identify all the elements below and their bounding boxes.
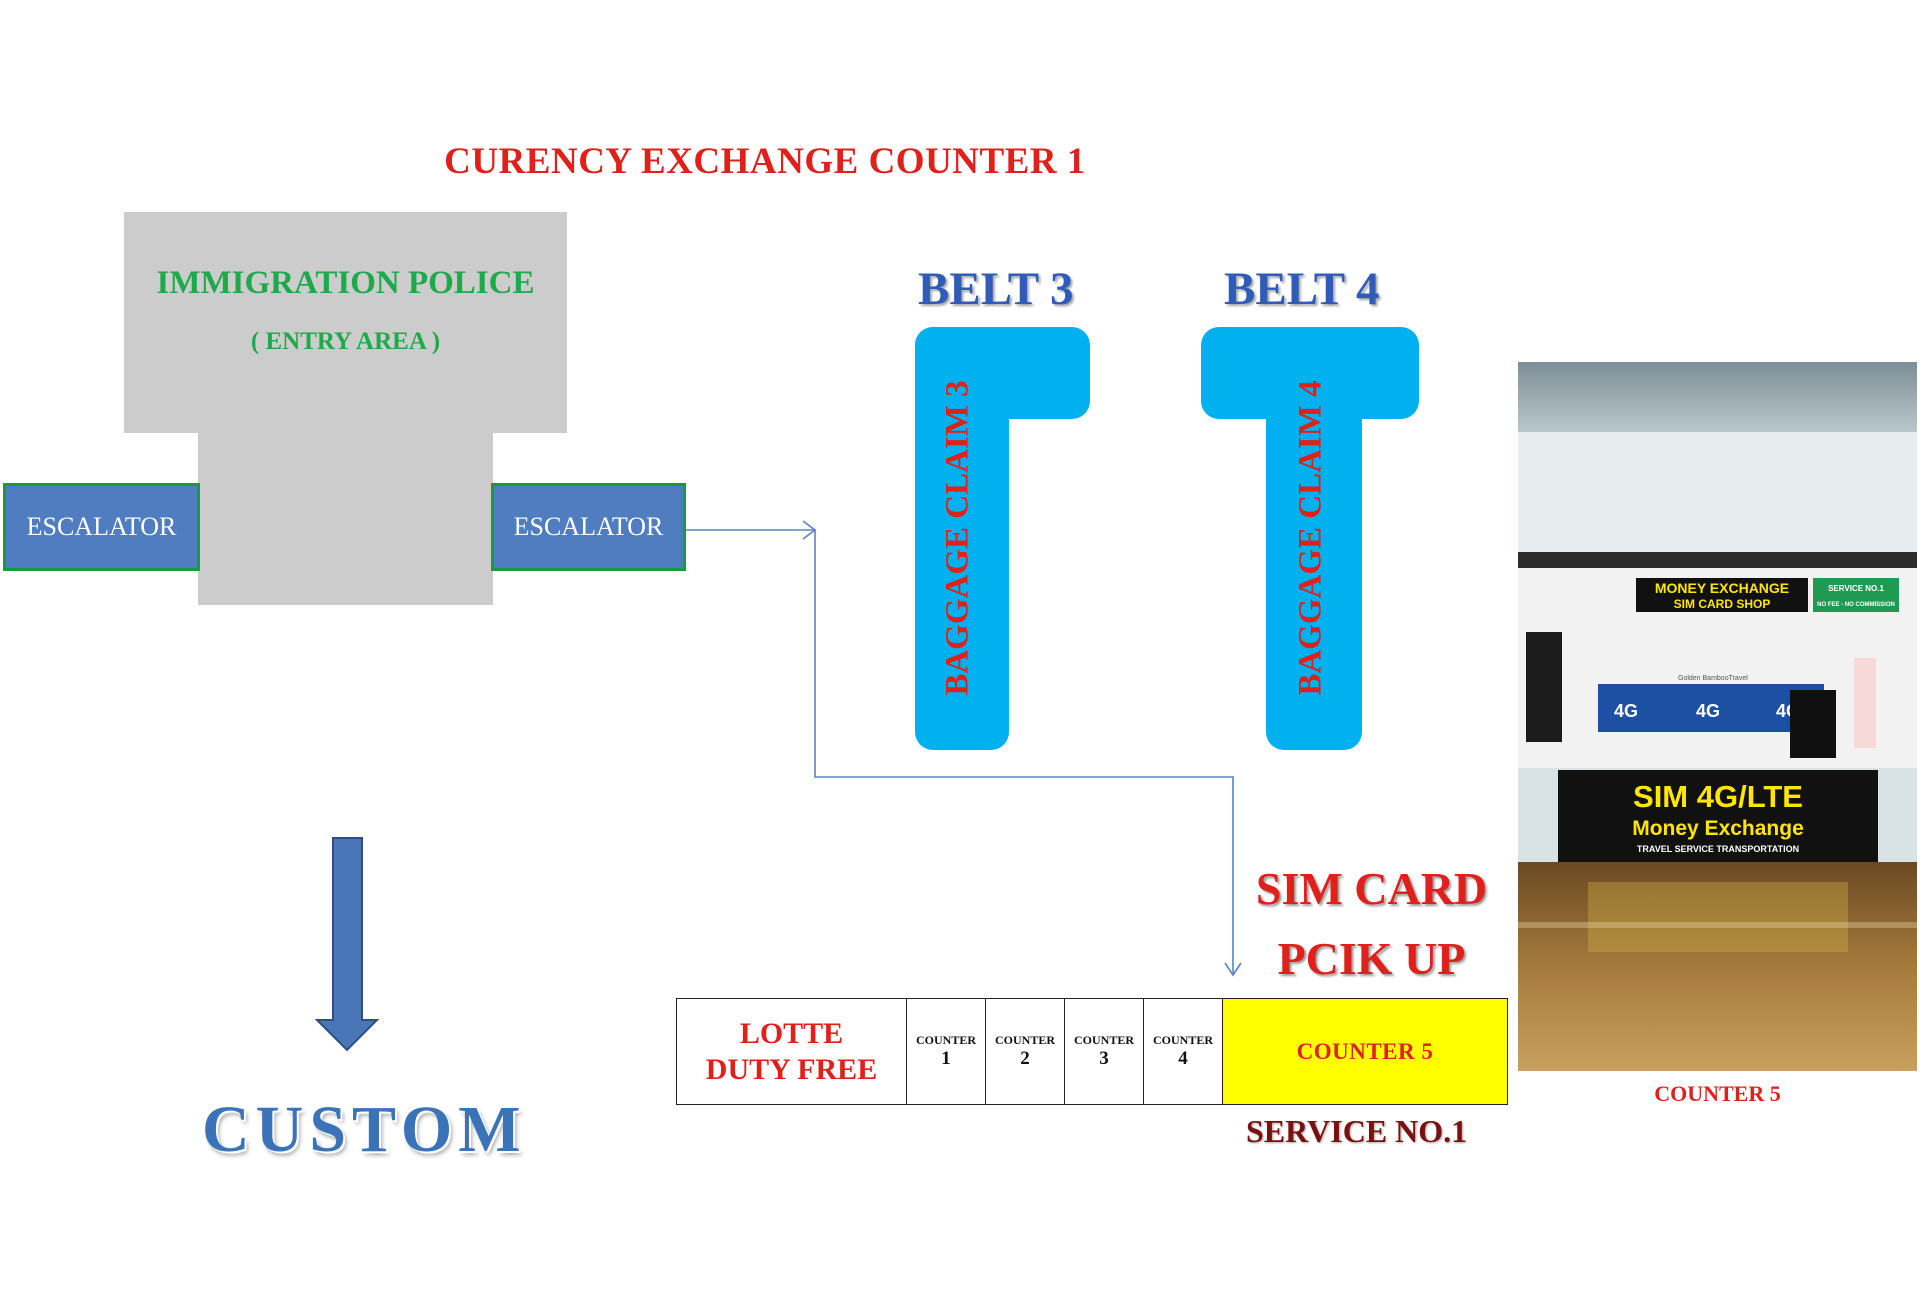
- immigration-area: [124, 212, 567, 433]
- custom-label: CUSTOM: [202, 1093, 527, 1166]
- counter-label: COUNTER: [915, 1033, 976, 1047]
- immigration-passage: [198, 430, 493, 605]
- counter-number: 1: [941, 1048, 951, 1069]
- belt-4-shape-stem: [1266, 327, 1362, 750]
- belt-3-shape-stem: [915, 327, 1009, 750]
- immigration-subtitle: ( ENTRY AREA ): [250, 328, 441, 355]
- photo-screen-1: 4G: [1614, 701, 1638, 721]
- counter-label: COUNTER: [1073, 1033, 1134, 1047]
- counter-label: COUNTER: [1152, 1033, 1213, 1047]
- baggage-claim-3-label: BAGGAGE CLAIM 3: [939, 380, 976, 696]
- photo-sign-nofee: NO FEE - NO COMMISSION: [1817, 602, 1895, 608]
- belt-3-label: BELT 3: [918, 263, 1074, 315]
- escalator-left: ESCALATOR: [3, 483, 200, 571]
- route-arrowhead-right: [802, 520, 817, 540]
- counter-5: COUNTER 5: [1223, 999, 1507, 1104]
- belt-4-label: BELT 4: [1224, 263, 1380, 315]
- escalator-right: ESCALATOR: [491, 483, 686, 571]
- counter-5-photo-illustration: MONEY EXCHANGE SIM CARD SHOP SERVICE NO.…: [1518, 362, 1917, 1071]
- sim-card-label: SIM CARD: [1255, 863, 1488, 914]
- lotte-duty-free: LOTTE DUTY FREE: [677, 999, 907, 1104]
- photo-sign-sub: SIM CARD SHOP: [1674, 597, 1771, 611]
- route-arrowhead-down: [1224, 962, 1242, 977]
- lotte-line-2: DUTY FREE: [705, 1052, 878, 1086]
- photo-sign-service: SERVICE NO.1: [1828, 584, 1884, 593]
- counter-1: COUNTER 1: [907, 999, 986, 1104]
- pickup-label: PCIK UP: [1277, 933, 1466, 984]
- photo-sign-main: MONEY EXCHANGE: [1655, 580, 1789, 596]
- counter-number: 4: [1178, 1048, 1188, 1069]
- baggage-claim-4-label: BAGGAGE CLAIM 4: [1292, 380, 1329, 696]
- counter-4: COUNTER 4: [1144, 999, 1223, 1104]
- service-no-1-label: SERVICE NO.1: [1246, 1113, 1468, 1149]
- counter-5-photo: MONEY EXCHANGE SIM CARD SHOP SERVICE NO.…: [1518, 362, 1917, 1071]
- down-arrow-to-custom: [314, 837, 380, 1052]
- currency-exchange-title: CURENCY EXCHANGE COUNTER 1: [444, 141, 1086, 182]
- photo-desk-line-2: Money Exchange: [1632, 817, 1804, 840]
- photo-screen-2: 4G: [1696, 701, 1720, 721]
- counter-label: COUNTER: [994, 1033, 1055, 1047]
- counter-3: COUNTER 3: [1065, 999, 1144, 1104]
- counter-number: 3: [1099, 1048, 1109, 1069]
- counter-row: LOTTE DUTY FREE COUNTER 1 COUNTER 2 COUN…: [676, 998, 1508, 1105]
- route-line: [686, 529, 1234, 975]
- lotte-line-1: LOTTE: [739, 1016, 844, 1050]
- photo-desk-line-1: SIM 4G/LTE: [1633, 779, 1803, 814]
- counter-2: COUNTER 2: [986, 999, 1065, 1104]
- photo-brand: Golden BambooTravel: [1678, 675, 1748, 682]
- photo-desk-line-3: TRAVEL SERVICE TRANSPORTATION: [1637, 844, 1799, 854]
- counter-number: 2: [1020, 1048, 1030, 1069]
- immigration-title: IMMIGRATION POLICE: [156, 265, 535, 301]
- counter-5-photo-caption: COUNTER 5: [1654, 1081, 1781, 1106]
